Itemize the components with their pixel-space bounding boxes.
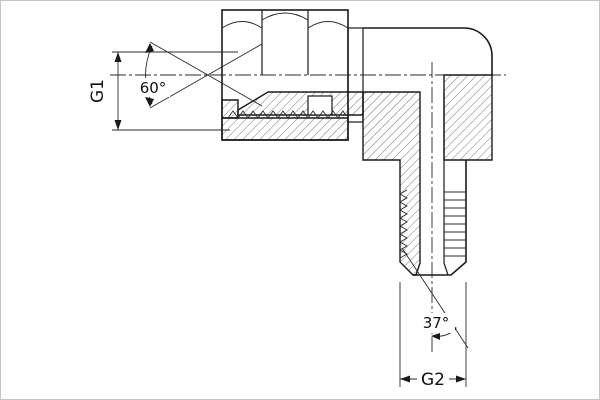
- dimension-g1: G1: [88, 51, 238, 131]
- flare-angle-label-bg: [417, 313, 455, 333]
- cone-angle-label: 60°: [140, 79, 167, 97]
- g2-label: G2: [421, 370, 445, 390]
- elbow-body: [347, 27, 493, 276]
- cone-construction-line-1: [149, 41, 263, 107]
- tube-stop-groove: [307, 95, 333, 116]
- nut-section-lower: [221, 117, 349, 141]
- g1-label: G1: [88, 79, 108, 103]
- flare-arc-arrow-left-icon: [431, 333, 440, 340]
- nut-chamfer-arc-left: [221, 21, 263, 29]
- nut-chamfer-arc-right: [307, 21, 349, 29]
- g2-label-bg: [417, 367, 449, 389]
- g2-arrow-left-icon: [400, 375, 410, 383]
- flare-construction-line: [401, 247, 469, 349]
- centerlines: [110, 62, 506, 352]
- collar: [347, 27, 364, 123]
- body-top-outline: [363, 27, 493, 76]
- flare-cone-right-edge: [443, 262, 449, 276]
- dimension-g2: G2: [399, 282, 467, 390]
- stud-right-outline: [413, 160, 467, 276]
- g1-arrow-down-icon: [114, 120, 122, 130]
- nut-thread-symbol: [227, 110, 347, 119]
- cone-arc-arrow-top-icon: [145, 43, 154, 53]
- g2-arrow-right-icon: [456, 375, 466, 383]
- nut-chamfer-arc-middle: [261, 12, 309, 21]
- cone-construction-line-2: [149, 43, 263, 109]
- cone-angle-annotation: 60°: [136, 41, 263, 109]
- cone-arc-arrow-bottom-icon: [145, 97, 154, 107]
- cone-angle-label-bg: [136, 78, 170, 97]
- swivel-nut: [221, 9, 349, 141]
- flare-angle-label: 37°: [423, 314, 450, 332]
- g1-arrow-up-icon: [114, 52, 122, 62]
- body-corner-section: [443, 74, 493, 161]
- stud-thread-symbol: [399, 189, 408, 259]
- flare-angle-annotation: 37°: [401, 247, 469, 349]
